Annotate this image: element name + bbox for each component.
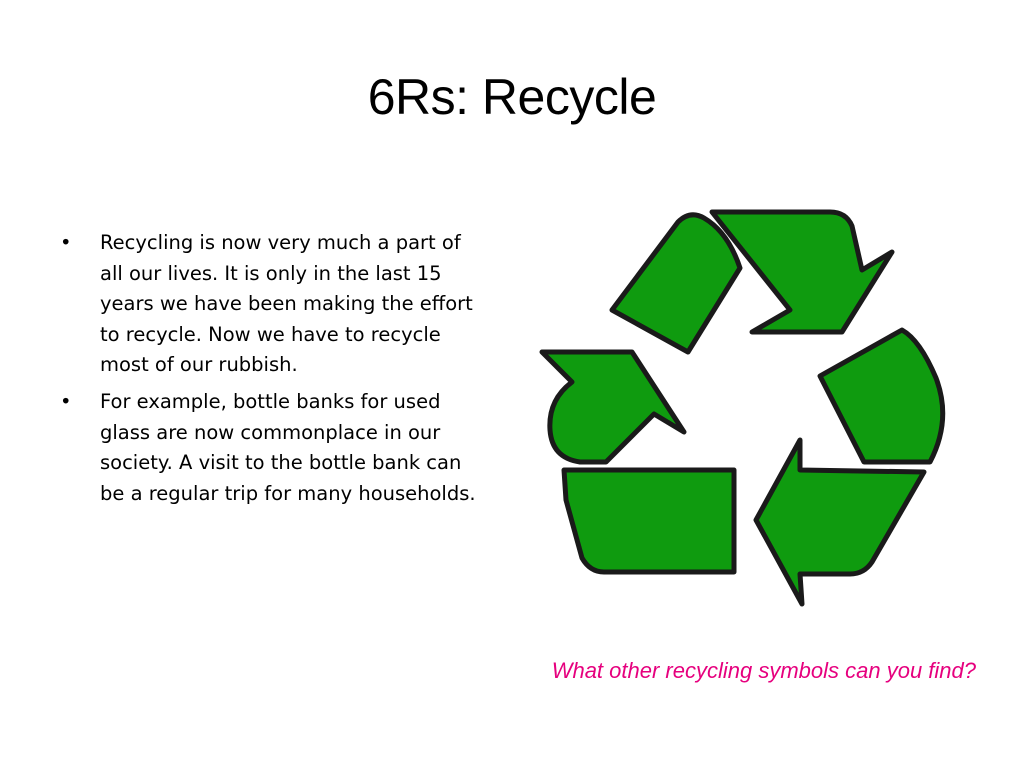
arrow-head-left: [539, 349, 687, 465]
arrow-segment-top-left: [609, 212, 743, 355]
bullet-list: • Recycling is now very much a part of a…: [56, 228, 476, 509]
slide-title: 6Rs: Recycle: [367, 69, 657, 125]
caption-question: What other recycling symbols can you fin…: [551, 658, 976, 683]
bullet-item-1: • Recycling is now very much a part of a…: [56, 228, 476, 381]
arrow-segment-bottom-left: [561, 467, 737, 575]
bullet-item-2: • For example, bottle banks for used gla…: [56, 387, 476, 509]
bullet-icon: •: [60, 231, 72, 254]
recycling-symbol-icon: [539, 209, 946, 607]
bullet-icon: •: [60, 389, 72, 413]
bullet-text-1: Recycling is now very much a part of all…: [100, 231, 473, 377]
bullet-text-2: For example, bottle banks for used glass…: [100, 389, 476, 505]
arrow-head-top-right: [709, 209, 895, 335]
arrow-segment-right: [817, 327, 946, 465]
slide-body: • Recycling is now very much a part of a…: [56, 228, 476, 515]
arrow-head-bottom-right: [753, 437, 927, 607]
